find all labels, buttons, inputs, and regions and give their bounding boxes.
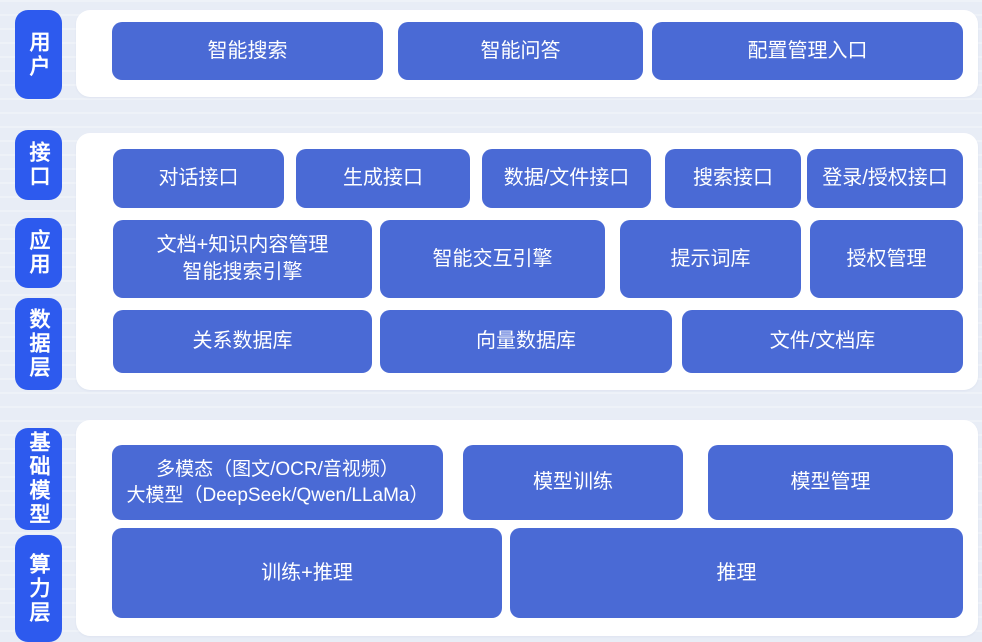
layer-pill-compute-layer: 算力层 (15, 535, 62, 642)
node-model-management: 模型管理 (708, 445, 953, 520)
node-login-auth-api: 登录/授权接口 (807, 149, 963, 208)
panel-bottom-band: 多模态（图文/OCR/音视频） 大模型（DeepSeek/Qwen/LLaMa）… (76, 420, 978, 636)
layer-pill-interface: 接口 (15, 130, 62, 200)
node-doc-knowledge-line2: 智能搜索引擎 (182, 261, 303, 283)
node-model-training: 模型训练 (463, 445, 683, 520)
node-training-plus-inference: 训练+推理 (112, 528, 502, 618)
node-inference: 推理 (510, 528, 963, 618)
panel-user-band: 智能搜索 智能问答 配置管理入口 (76, 10, 978, 97)
node-multimodal-llm: 多模态（图文/OCR/音视频） 大模型（DeepSeek/Qwen/LLaMa） (112, 445, 443, 520)
panel-middle-band: 对话接口 生成接口 数据/文件接口 搜索接口 登录/授权接口 文档+知识内容管理… (76, 133, 978, 390)
layer-pill-data-layer: 数据层 (15, 298, 62, 390)
node-file-document-store: 文件/文档库 (682, 310, 963, 373)
node-doc-knowledge-line1: 文档+知识内容管理 (156, 234, 329, 256)
node-doc-knowledge-management: 文档+知识内容管理 智能搜索引擎 (113, 220, 372, 298)
node-auth-management: 授权管理 (810, 220, 963, 298)
node-data-file-api: 数据/文件接口 (482, 149, 651, 208)
layer-pill-base-model: 基础模型 (15, 428, 62, 530)
node-generation-api: 生成接口 (296, 149, 470, 208)
node-interaction-engine: 智能交互引擎 (380, 220, 605, 298)
layer-pill-application: 应用 (15, 218, 62, 288)
node-smart-qa: 智能问答 (398, 22, 643, 80)
node-smart-search: 智能搜索 (112, 22, 383, 80)
node-config-management-entry: 配置管理入口 (652, 22, 963, 80)
node-multimodal-line1: 多模态（图文/OCR/音视频） (156, 458, 399, 480)
node-relational-database: 关系数据库 (113, 310, 372, 373)
layer-pill-user: 用户 (15, 10, 62, 99)
node-prompt-library: 提示词库 (620, 220, 801, 298)
node-dialog-api: 对话接口 (113, 149, 284, 208)
node-vector-database: 向量数据库 (380, 310, 672, 373)
node-multimodal-line2: 大模型（DeepSeek/Qwen/LLaMa） (126, 484, 429, 506)
node-search-api: 搜索接口 (665, 149, 801, 208)
